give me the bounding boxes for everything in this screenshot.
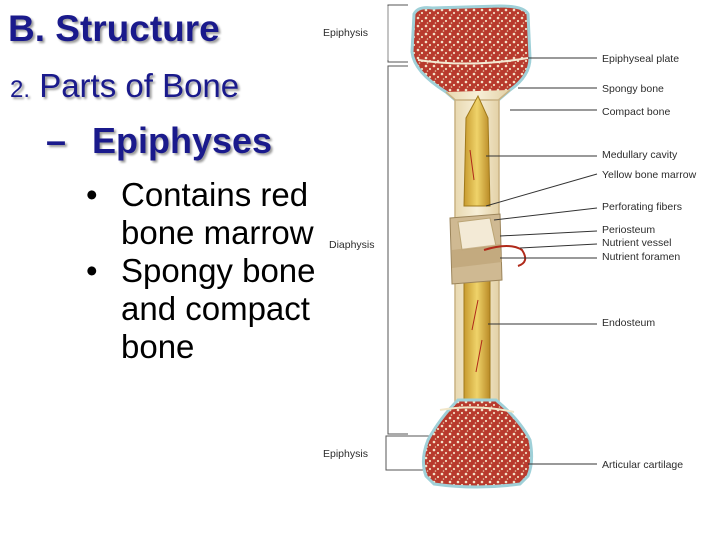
epiphysis-bottom-bracket xyxy=(385,435,444,471)
right-labels: Epiphyseal plate Spongy bone Compact bon… xyxy=(602,53,697,471)
label-nutrient-foramen: Nutrient foramen xyxy=(602,251,680,263)
nutrient-vessel xyxy=(483,245,527,267)
section-dash: – xyxy=(46,120,67,161)
label-periosteum: Periosteum xyxy=(602,224,655,236)
slide-subtitle: 2. Parts of Bone xyxy=(10,67,239,105)
label-epiphysis-top: Epiphysis xyxy=(323,27,368,39)
label-perforating-fibers: Perforating fibers xyxy=(602,201,682,213)
slide-title: B. Structure xyxy=(8,8,220,49)
bullet-text: Spongy bone and compact bone xyxy=(121,252,316,365)
section-heading: –Epiphyses xyxy=(46,120,272,162)
label-diaphysis: Diaphysis xyxy=(329,239,375,251)
subtitle-number: 2. xyxy=(10,76,31,103)
label-spongy-bone: Spongy bone xyxy=(602,83,664,95)
bullet-list: • Contains red bone marrow • Spongy bone a… xyxy=(86,176,376,366)
medullary-marrow xyxy=(463,94,491,207)
proximal-epiphysis xyxy=(410,4,532,142)
bullet-dot: • xyxy=(86,176,98,213)
label-epiphyseal-plate: Epiphyseal plate xyxy=(602,53,679,65)
bullet-dot: • xyxy=(86,252,98,289)
bullet-item: • Contains red bone marrow xyxy=(86,176,376,252)
bullet-item: • Spongy bone and compact bone xyxy=(86,252,376,366)
left-brackets xyxy=(385,4,444,471)
distal-epiphysis xyxy=(421,398,534,489)
label-yellow-bone-marrow: Yellow bone marrow xyxy=(602,169,697,181)
epiphysis-top-bracket xyxy=(387,4,408,63)
label-medullary-cavity: Medullary cavity xyxy=(602,149,678,161)
long-bone xyxy=(410,4,534,489)
subtitle-text: Parts of Bone xyxy=(39,67,240,104)
diaphysis-bracket xyxy=(387,65,408,435)
label-epiphysis-bottom: Epiphysis xyxy=(323,448,368,460)
label-endosteum: Endosteum xyxy=(602,317,655,329)
label-compact-bone: Compact bone xyxy=(602,106,670,118)
label-nutrient-vessel: Nutrient vessel xyxy=(602,237,671,249)
section-heading-text: Epiphyses xyxy=(92,120,273,161)
leader-lines xyxy=(485,57,598,465)
bullet-text: Contains red bone marrow xyxy=(121,176,314,251)
label-articular-cartilage: Articular cartilage xyxy=(602,459,683,471)
